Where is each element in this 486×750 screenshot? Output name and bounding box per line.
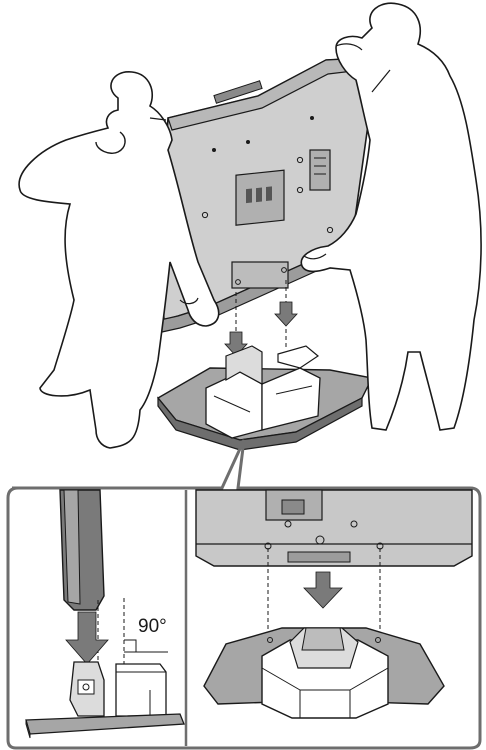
right-angle-label: 90° <box>138 616 167 637</box>
tv-stand-top <box>156 345 374 451</box>
side-view-detail <box>25 489 185 739</box>
person-right <box>300 2 482 431</box>
person-left <box>18 71 220 449</box>
front-view-detail <box>195 489 473 719</box>
alignment-arrows-top <box>224 280 298 360</box>
